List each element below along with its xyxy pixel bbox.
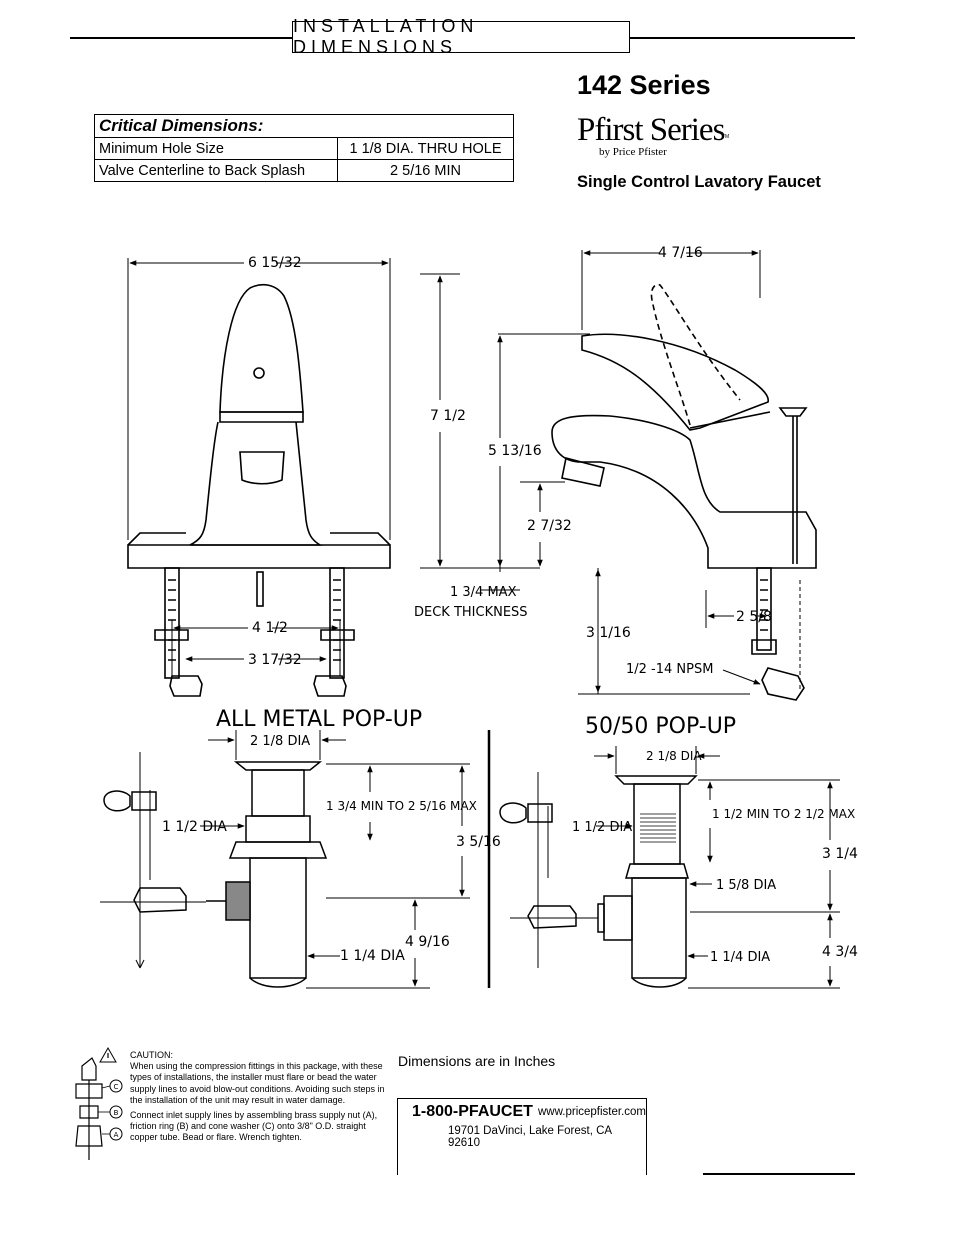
- row-label: Valve Centerline to Back Splash: [94, 159, 338, 182]
- dim-center-spread: 4 1/2: [252, 620, 288, 636]
- critical-dimensions-table: Critical Dimensions: Minimum Hole Size 1…: [94, 114, 514, 182]
- dim-ff-tail-dia: 1 1/4 DIA: [710, 950, 770, 965]
- caution-text: CAUTION: When using the compression fitt…: [130, 1050, 390, 1148]
- dim-aerator-height: 2 7/32: [527, 518, 572, 534]
- dim-am-tail-len: 4 9/16: [405, 934, 450, 950]
- critical-dimensions-heading: Critical Dimensions:: [94, 114, 514, 138]
- dim-reach: 4 7/16: [658, 245, 703, 261]
- brand-main: Pfirst Series: [577, 112, 725, 148]
- supply-fitting-illustration: [75, 1046, 123, 1160]
- dim-ff-tail-len: 4 3/4: [822, 944, 858, 960]
- series-title: 142 Series: [577, 70, 711, 100]
- brand-sub: by Price Pfister: [599, 146, 667, 158]
- dim-am-flange: 2 1/8 DIA: [250, 734, 310, 749]
- dim-ff-nut: 1 5/8 DIA: [716, 878, 776, 893]
- address: 19701 DaVinci, Lake Forest, CA 92610: [448, 1125, 612, 1149]
- fifty-fifty-popup-title: 50/50 POP-UP: [585, 714, 736, 739]
- top-dimension-labels: 6 15/32 7 1/2 5 13/16 2 7/32 4 7/16 1 3/…: [248, 245, 772, 677]
- dim-ff-flange: 2 1/8 DIA: [646, 749, 702, 763]
- dim-am-body: 1 1/2 DIA: [162, 819, 227, 835]
- dim-deck-label: DECK THICKNESS: [414, 605, 528, 620]
- all-metal-popup-title: ALL METAL POP-UP: [216, 707, 422, 732]
- fifty-fifty-dimension-labels: 2 1/8 DIA 1 1/2 DIA 1 1/2 MIN TO 2 1/2 M…: [572, 749, 858, 965]
- product-subtitle: Single Control Lavatory Faucet: [577, 173, 821, 191]
- caution-title: CAUTION:: [130, 1050, 174, 1060]
- dim-height-total: 7 1/2: [430, 408, 466, 424]
- fitting-label-a: A: [114, 1131, 119, 1139]
- fitting-label-b: B: [114, 1109, 119, 1117]
- dim-inner-spread: 3 17/32: [248, 652, 302, 668]
- faucet-side-view: [551, 250, 817, 701]
- fifty-fifty-popup-drawing: [499, 772, 698, 988]
- header-rule-left: [70, 37, 292, 39]
- page-title: INSTALLATION DIMENSIONS: [292, 16, 630, 57]
- dim-ff-height: 3 1/4: [822, 846, 858, 862]
- row-value: 2 5/16 MIN: [337, 159, 514, 182]
- caution-para-2: Connect inlet supply lines by assembling…: [130, 1110, 378, 1143]
- all-metal-popup-drawing: [100, 752, 328, 988]
- dim-spout-height: 5 13/16: [488, 443, 542, 459]
- dim-deck-thickness: 1 3/4 MAX: [450, 585, 517, 600]
- footer-rule: [703, 1173, 855, 1175]
- fitting-label-c: C: [114, 1083, 119, 1091]
- contact-box: 1-800-PFAUCET www.pricepfister.com 19701…: [397, 1098, 647, 1175]
- phone-number: 1-800-PFAUCET: [412, 1103, 533, 1120]
- dim-front-width: 6 15/32: [248, 255, 302, 271]
- dim-ff-body: 1 1/2 DIA: [572, 820, 632, 835]
- fitting-labels: C B A: [114, 1083, 119, 1139]
- header-rule-right: [630, 37, 855, 39]
- caution-para-1: When using the compression fittings in t…: [130, 1061, 385, 1105]
- brand-tm: TM: [722, 134, 730, 140]
- website-link[interactable]: www.pricepfister.com: [538, 1106, 647, 1118]
- dim-am-range: 1 3/4 MIN TO 2 5/16 MAX: [326, 799, 477, 813]
- dim-shank-length: 3 1/16: [586, 625, 631, 641]
- dimensions-note: Dimensions are in Inches: [398, 1053, 556, 1069]
- brand-logo: Pfirst Series TM by Price Pfister: [577, 112, 757, 162]
- dim-shank-offset: 2 5/8: [736, 609, 772, 625]
- dim-am-tail-dia: 1 1/4 DIA: [340, 948, 405, 964]
- dim-am-height: 3 5/16: [456, 834, 501, 850]
- dim-thread: 1/2 -14 NPSM: [626, 662, 713, 677]
- dim-ff-range: 1 1/2 MIN TO 2 1/2 MAX: [712, 807, 855, 821]
- all-metal-dimension-labels: 2 1/8 DIA 1 1/2 DIA 1 3/4 MIN TO 2 5/16 …: [162, 734, 501, 964]
- table-row: Valve Centerline to Back Splash 2 5/16 M…: [94, 159, 514, 182]
